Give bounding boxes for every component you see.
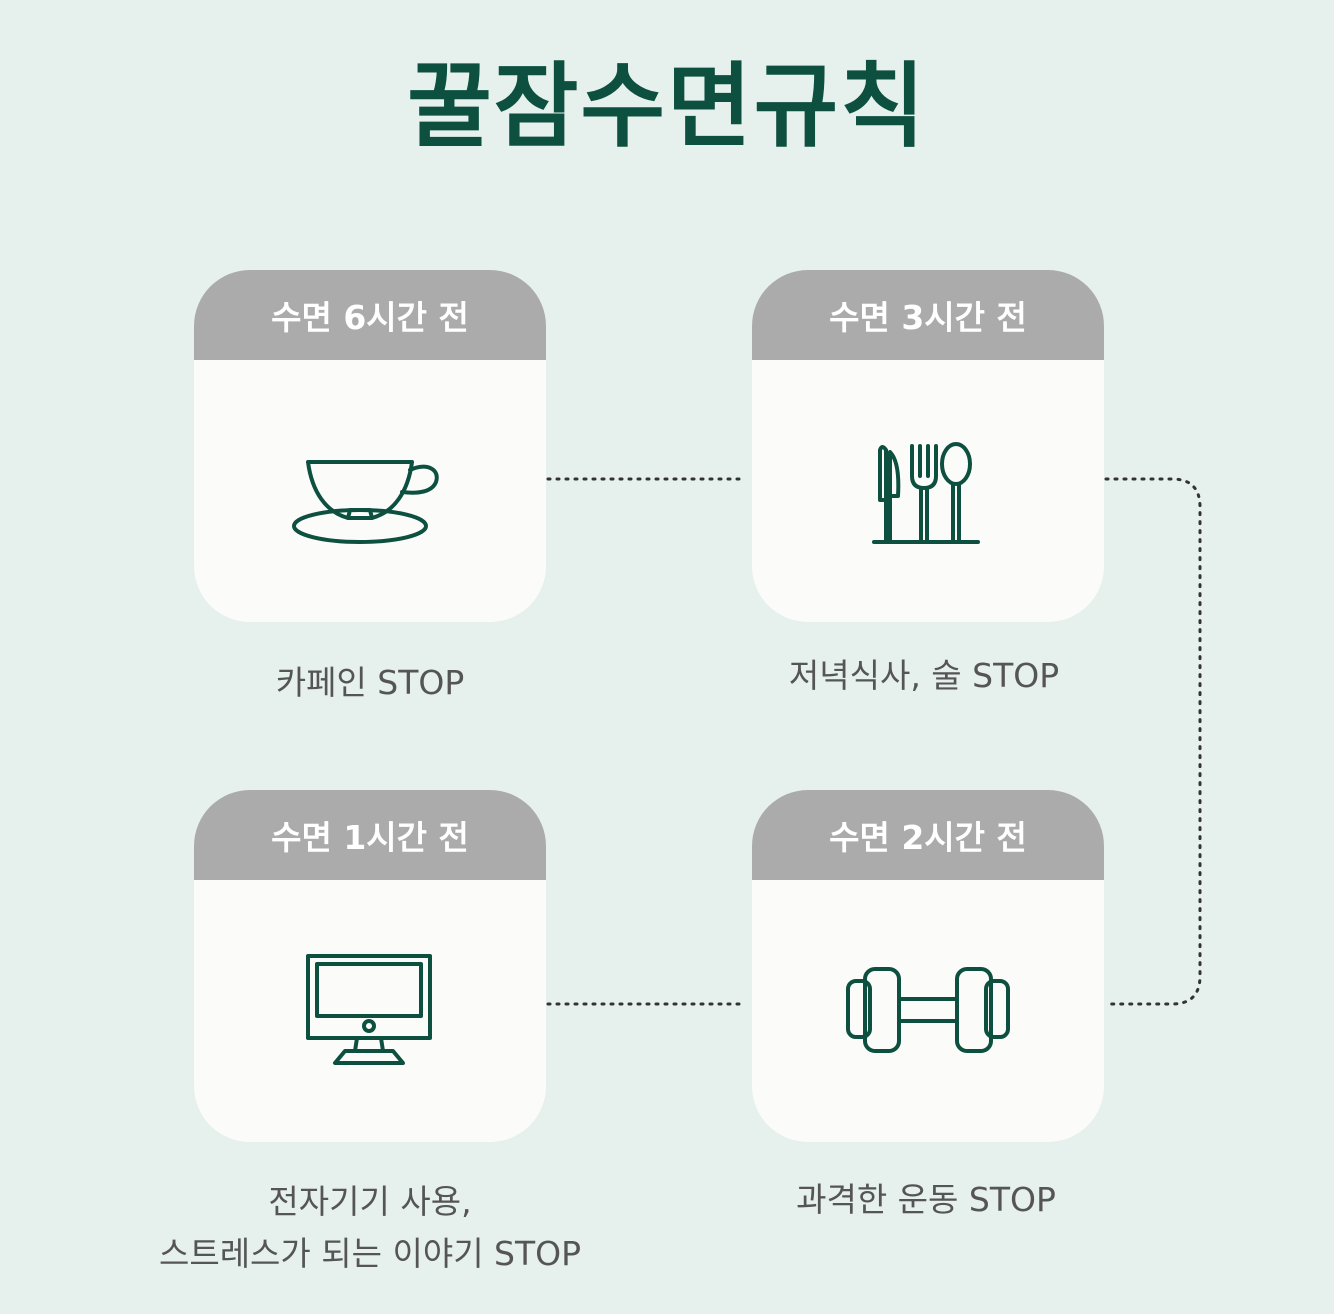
caption-1h: 전자기기 사용, 스트레스가 되는 이야기 STOP — [130, 1176, 610, 1280]
monitor-icon — [306, 954, 432, 1065]
card-header: 수면 6시간 전 — [194, 270, 546, 360]
caption-2h: 과격한 운동 STOP — [796, 1180, 1056, 1219]
card-header: 수면 1시간 전 — [194, 790, 546, 880]
caption-6h: 카페인 STOP — [275, 663, 465, 702]
coffee-cup-icon — [292, 460, 439, 544]
card-2h-before: 수면 2시간 전 — [752, 790, 1104, 1142]
caption-1h-line2: 스트레스가 되는 이야기 STOP — [158, 1234, 582, 1273]
card-header: 수면 2시간 전 — [752, 790, 1104, 880]
cutlery-icon — [872, 442, 980, 544]
dumbbell-icon — [846, 967, 1010, 1053]
card-header: 수면 3시간 전 — [752, 270, 1104, 360]
card-3h-before: 수면 3시간 전 — [752, 270, 1104, 622]
caption-3h: 저녁식사, 술 STOP — [788, 656, 1060, 695]
card-6h-before: 수면 6시간 전 — [194, 270, 546, 622]
caption-1h-line1: 전자기기 사용, — [268, 1182, 472, 1221]
card-1h-before: 수면 1시간 전 — [194, 790, 546, 1142]
connector-3h-2h — [1104, 477, 1202, 1006]
page-title: 꿀잠수면규칙 — [407, 53, 927, 160]
